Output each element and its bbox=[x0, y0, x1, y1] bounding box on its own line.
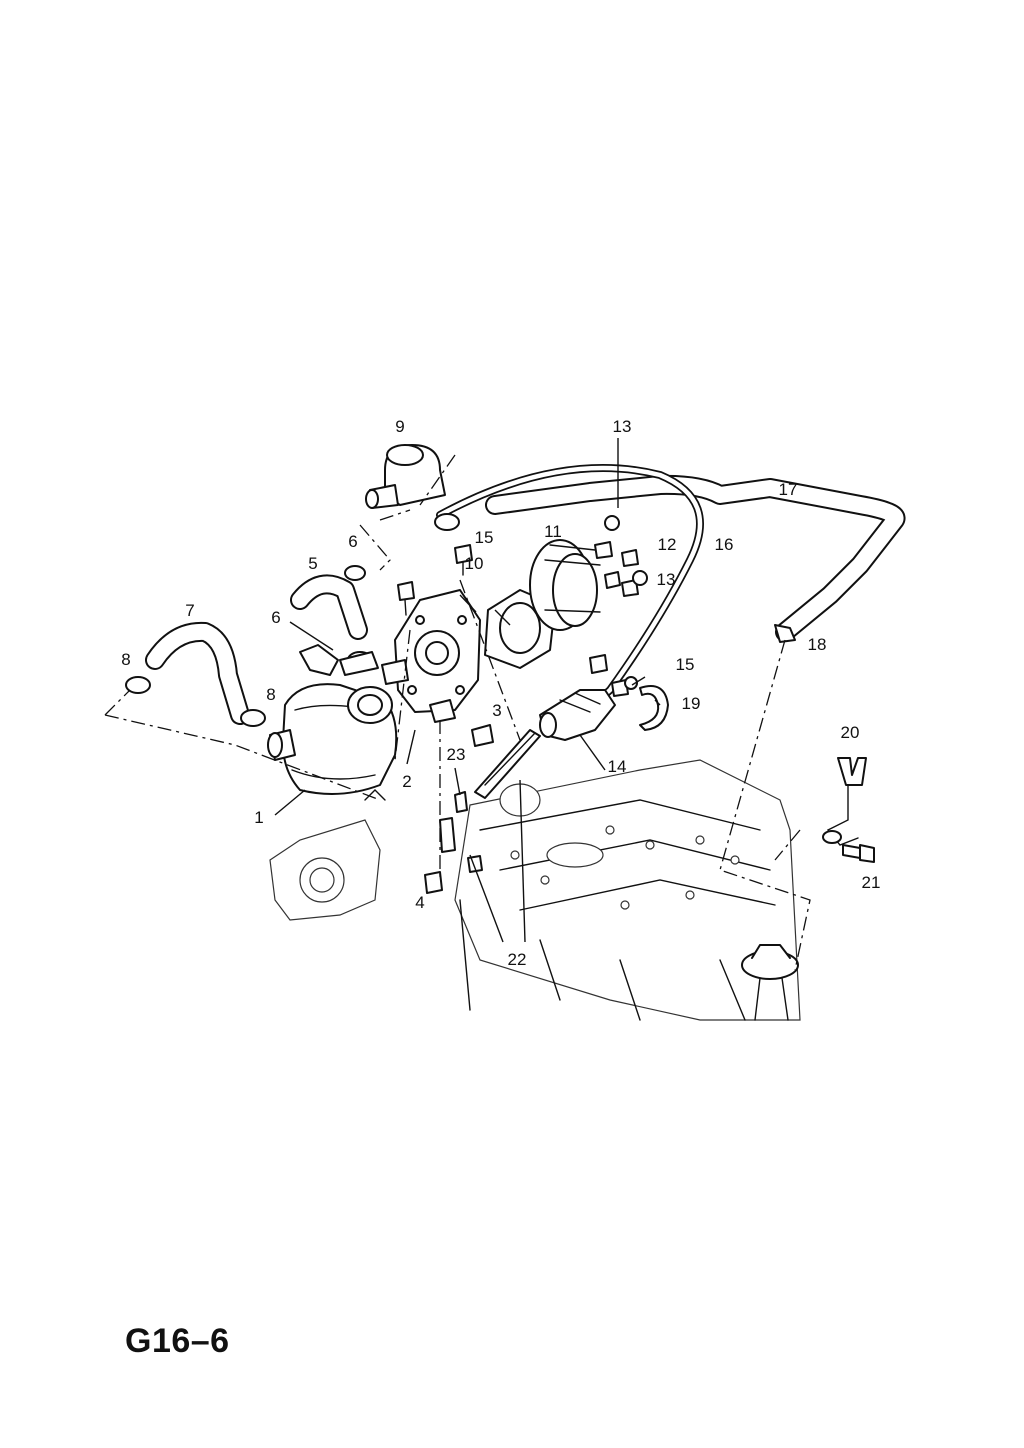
bracket-20 bbox=[822, 757, 867, 846]
air-pump-1 bbox=[267, 683, 398, 795]
callout-2: 2 bbox=[402, 772, 411, 791]
callout-4: 4 bbox=[415, 893, 424, 912]
callout-7: 7 bbox=[185, 601, 194, 620]
callout-14: 14 bbox=[608, 757, 627, 776]
callouts: 9 13 17 6 15 11 12 16 5 10 13 7 6 18 8 1… bbox=[121, 417, 880, 969]
callout-22: 22 bbox=[508, 950, 527, 969]
valve-body-2 bbox=[381, 589, 481, 723]
callout-23: 23 bbox=[447, 745, 466, 764]
callout-6-top: 6 bbox=[348, 532, 357, 551]
callout-12: 12 bbox=[658, 535, 677, 554]
callout-15-top: 15 bbox=[475, 528, 494, 547]
assembly-lines bbox=[104, 454, 811, 971]
callout-1: 1 bbox=[254, 808, 263, 827]
callout-17: 17 bbox=[779, 480, 798, 499]
callout-21: 21 bbox=[862, 873, 881, 892]
callout-11: 11 bbox=[544, 522, 562, 541]
callout-13-top: 13 bbox=[613, 417, 632, 436]
alternator-ghost bbox=[269, 789, 386, 921]
check-valve-9 bbox=[365, 444, 446, 509]
solenoid-14 bbox=[539, 689, 616, 741]
callout-16: 16 bbox=[715, 535, 734, 554]
diagram-code: G16–6 bbox=[125, 1322, 230, 1360]
rod-22 bbox=[474, 729, 541, 799]
engine-block bbox=[454, 759, 801, 1021]
sensor-bracket bbox=[299, 644, 379, 676]
callout-5: 5 bbox=[308, 554, 317, 573]
callout-8-mid: 8 bbox=[266, 685, 275, 704]
callout-13-mid: 13 bbox=[657, 570, 676, 589]
bolt-21 bbox=[842, 844, 875, 863]
callout-3: 3 bbox=[492, 701, 501, 720]
callout-8-left: 8 bbox=[121, 650, 130, 669]
exhaust-valve-ghost bbox=[741, 944, 799, 1021]
callout-18: 18 bbox=[808, 635, 827, 654]
callout-20: 20 bbox=[841, 723, 860, 742]
hose-5 bbox=[290, 574, 368, 640]
hose-7 bbox=[145, 621, 250, 725]
fasteners bbox=[397, 515, 648, 894]
callout-6-mid: 6 bbox=[271, 608, 280, 627]
leader-lines bbox=[274, 438, 661, 943]
callout-15-right: 15 bbox=[676, 655, 695, 674]
callout-10: 10 bbox=[465, 554, 484, 573]
housing-11 bbox=[529, 539, 601, 631]
callout-9: 9 bbox=[395, 417, 404, 436]
callout-19: 19 bbox=[682, 694, 701, 713]
vacuum-line-16 bbox=[436, 464, 704, 739]
clip-19 bbox=[639, 685, 669, 731]
